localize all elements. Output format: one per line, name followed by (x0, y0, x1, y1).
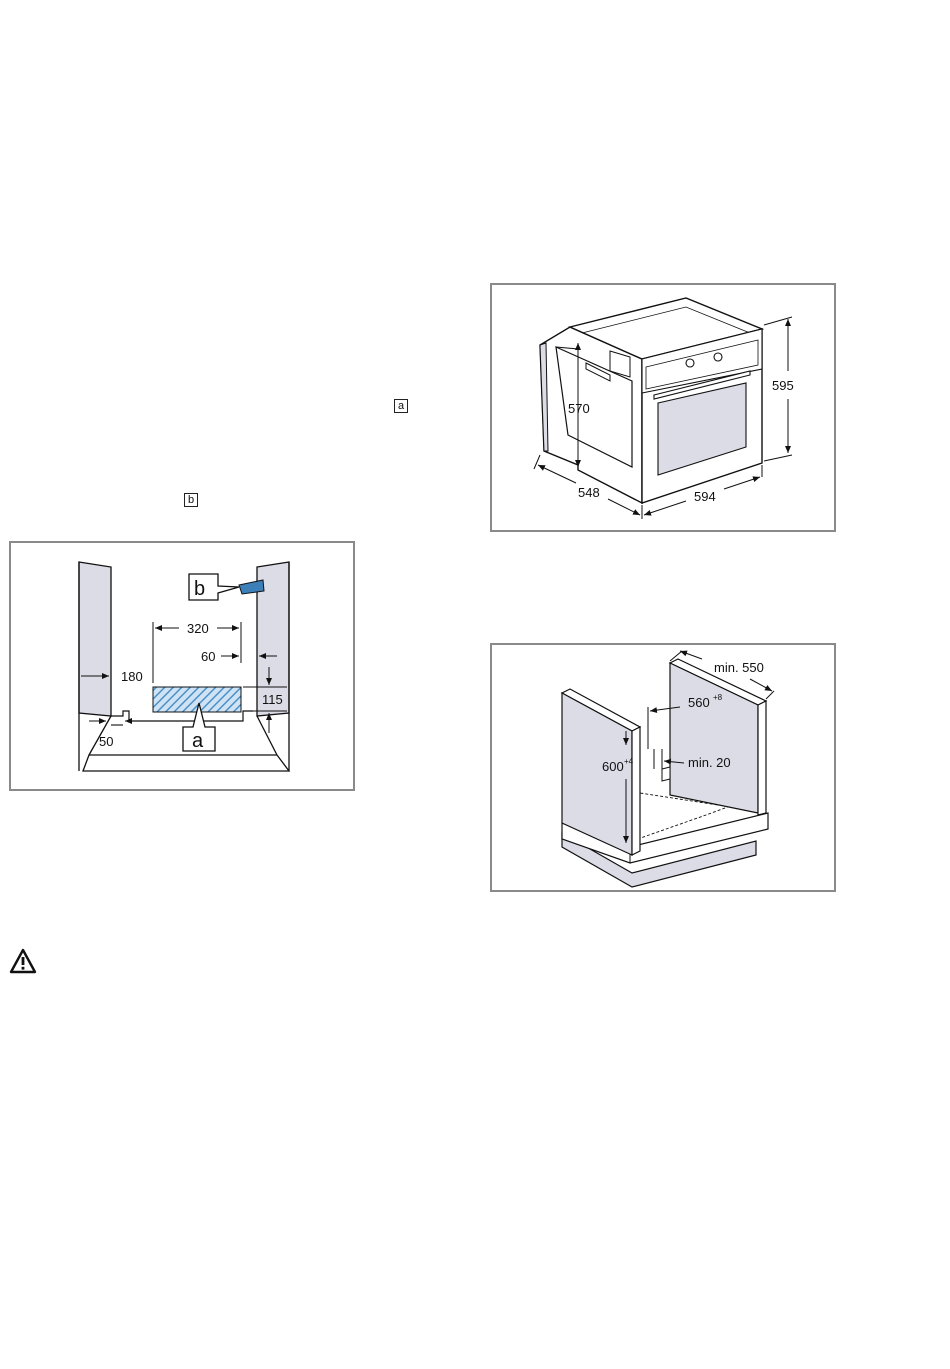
oven-diagram-panel: 595 570 548 594 (490, 283, 836, 532)
dim-595: 595 (772, 378, 794, 393)
cutout-area-a (153, 687, 241, 712)
oven-diagram: 595 570 548 594 (492, 285, 838, 534)
niche-diagram: b a 320 60 180 115 (11, 543, 357, 793)
dim-320: 320 (187, 621, 209, 636)
dim-60: 60 (201, 649, 215, 664)
callout-a: a (192, 730, 204, 752)
oven-knob-left (686, 359, 694, 367)
dim-560-tolerance: +8 (713, 693, 723, 702)
callout-b: b (194, 578, 205, 600)
marker-a: a (394, 399, 408, 413)
niche-diagram-panel: b a 320 60 180 115 (9, 541, 355, 791)
warning-triangle-icon (9, 948, 37, 974)
dim-560: 560 (688, 695, 710, 710)
dim-min-20: min. 20 (688, 755, 731, 770)
dim-594: 594 (694, 489, 716, 504)
component-b (239, 580, 264, 594)
cabinet-diagram-panel: min. 550 560 +8 600 +4 min. 20 (490, 643, 836, 892)
dim-600-tolerance: +4 (624, 757, 634, 766)
marker-b: b (184, 493, 198, 507)
dim-min-550: min. 550 (714, 660, 764, 675)
dim-570: 570 (568, 401, 590, 416)
dim-548: 548 (578, 485, 600, 500)
oven-knob-right (714, 353, 722, 361)
cabinet-diagram: min. 550 560 +8 600 +4 min. 20 (492, 645, 838, 894)
left-side-wall (79, 562, 111, 716)
dim-180: 180 (121, 669, 143, 684)
dim-115: 115 (262, 692, 283, 707)
niche-floor (83, 755, 289, 771)
dim-600: 600 (602, 759, 624, 774)
dim-50: 50 (99, 734, 113, 749)
